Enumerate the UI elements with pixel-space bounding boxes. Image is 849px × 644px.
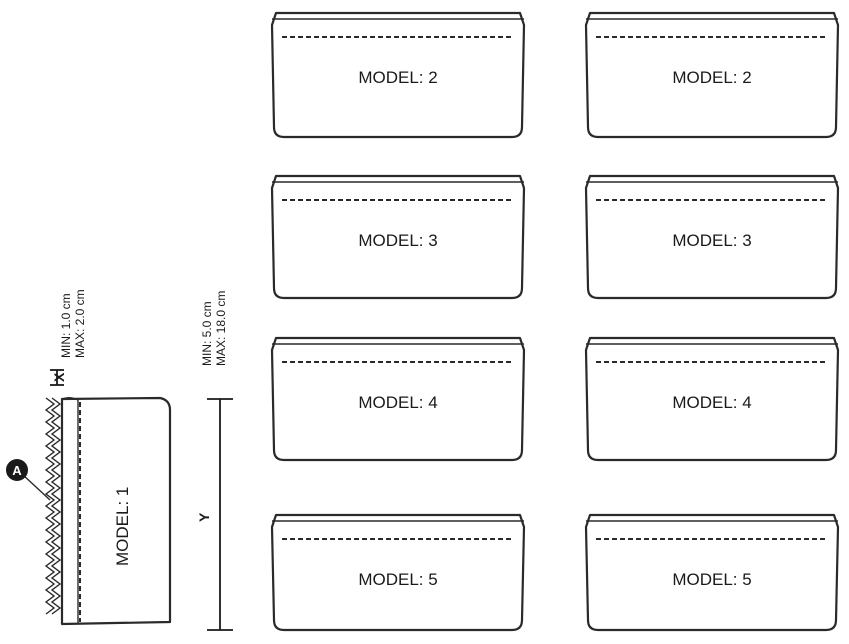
pocket-6: MODEL: 4 (584, 336, 840, 462)
pocket-label: MODEL: 4 (672, 393, 751, 412)
x-max-text: MAX: 2.0 cm (73, 289, 87, 358)
pocket-2: MODEL: 2 (584, 11, 840, 139)
zigzag-edge (44, 397, 56, 615)
pocket-8: MODEL: 5 (584, 513, 840, 632)
pocket-1: MODEL: 2 (270, 11, 526, 139)
marker-a-circle (6, 459, 28, 481)
y-dim-letter: Y (196, 512, 212, 522)
pocket-label: MODEL: 3 (358, 231, 437, 250)
model-1-panel (60, 396, 172, 626)
zigzag-edge-2 (50, 397, 62, 615)
pocket-outline (584, 336, 840, 462)
model-1-fold (61, 397, 79, 624)
model-1-label: MODEL: 1 (113, 487, 132, 566)
pocket-4: MODEL: 3 (584, 174, 840, 300)
x-min-text: MIN: 1.0 cm (59, 293, 73, 358)
y-min-text: MIN: 5.0 cm (200, 301, 214, 366)
pocket-outline (584, 174, 840, 300)
pocket-outline (584, 11, 840, 139)
pocket-outline (584, 513, 840, 632)
pocket-3: MODEL: 3 (270, 174, 526, 300)
y-max-text: MAX: 18.0 cm (214, 291, 228, 366)
pocket-outline (270, 174, 526, 300)
pocket-label: MODEL: 2 (672, 68, 751, 87)
marker-a-leader (21, 473, 51, 501)
pocket-outline (270, 336, 526, 462)
pocket-label: MODEL: 4 (358, 393, 437, 412)
pocket-grid: MODEL: 2 MODEL: 2 MODEL: 3 MODEL: 3 MODEL: 4… (270, 11, 840, 632)
model-1: X MIN: 1.0 cm MAX: 2.0 cm A Y MIN: 5.0 c… (6, 289, 233, 631)
pocket-outline (270, 11, 526, 139)
pocket-label: MODEL: 2 (358, 68, 437, 87)
pocket-7: MODEL: 5 (270, 513, 526, 632)
marker-a-letter: A (12, 463, 22, 478)
pocket-5: MODEL: 4 (270, 336, 526, 462)
pocket-label: MODEL: 5 (672, 570, 751, 589)
pocket-label: MODEL: 3 (672, 231, 751, 250)
pocket-outline (270, 513, 526, 632)
pocket-label: MODEL: 5 (358, 570, 437, 589)
x-dim-letter: X (51, 372, 67, 382)
